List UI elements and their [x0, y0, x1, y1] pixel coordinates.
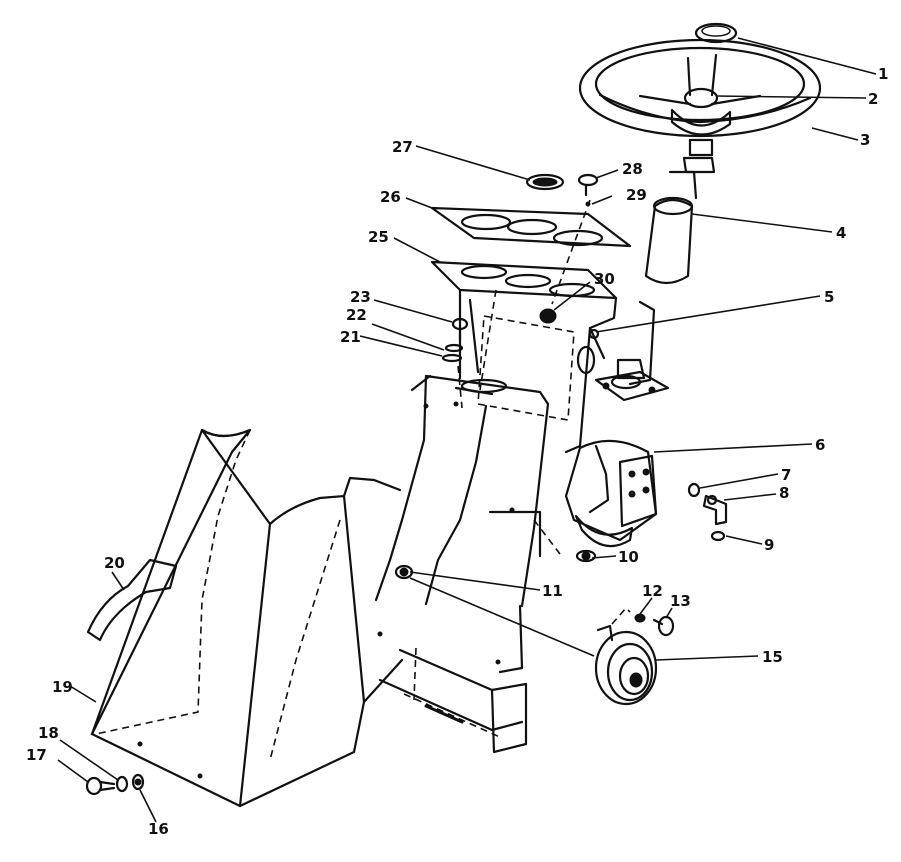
fitting-8: [702, 494, 728, 526]
callout-29: 29: [626, 186, 647, 204]
leader-lines: [57, 37, 877, 823]
frame-tube: [378, 647, 528, 754]
callout-13: 13: [670, 592, 691, 610]
console-housing: [458, 288, 618, 454]
o-ring-7: [687, 482, 701, 498]
lower-column: [374, 374, 561, 674]
callout-2: 2: [868, 90, 878, 108]
guide-line-28: [551, 199, 591, 305]
callout-15: 15: [762, 648, 783, 666]
callout-26: 26: [380, 188, 401, 206]
steering-valve: [564, 439, 658, 548]
washer-21: [441, 353, 463, 363]
callout-21: 21: [340, 328, 361, 346]
callout-labels: 1 2 3 4 5 6 7 8 9 10 11 12 13 15 16 17 1…: [26, 65, 888, 838]
callout-1: 1: [878, 65, 888, 83]
callout-25: 25: [368, 228, 389, 246]
callout-3: 3: [860, 131, 870, 149]
shroud-panel: [90, 428, 404, 808]
washer-18: [115, 775, 129, 793]
steering-wheel: [578, 38, 822, 174]
guide-line-plate: [479, 289, 497, 391]
callout-20: 20: [104, 554, 125, 572]
column-bracket: [594, 300, 670, 402]
nut-30: [539, 308, 557, 324]
callout-19: 19: [52, 678, 73, 696]
bolt-17: [85, 776, 116, 796]
bolt-13: [652, 615, 675, 637]
horn: [594, 606, 658, 706]
washer-22: [444, 343, 464, 353]
callout-30: 30: [594, 270, 615, 288]
callout-22: 22: [346, 306, 367, 324]
horn-cap: [694, 22, 738, 44]
callout-9: 9: [764, 536, 774, 554]
callout-23: 23: [350, 288, 371, 306]
callout-8: 8: [779, 484, 789, 502]
steering-column-sleeve: [644, 170, 698, 285]
hose-20: [86, 558, 178, 642]
callout-27: 27: [392, 138, 413, 156]
seal-27: [525, 173, 565, 191]
callout-6: 6: [815, 436, 825, 454]
callout-17: 17: [26, 746, 47, 764]
callout-28: 28: [622, 160, 643, 178]
callout-11: 11: [542, 582, 563, 600]
bolt-10: [575, 549, 597, 563]
screw-23: [451, 317, 469, 342]
callout-12: 12: [642, 582, 663, 600]
callout-10: 10: [618, 548, 639, 566]
callout-4: 4: [836, 224, 846, 242]
nut-16: [131, 773, 145, 791]
callout-16: 16: [148, 820, 169, 838]
nut-12: [634, 613, 646, 623]
callout-7: 7: [781, 466, 791, 484]
plate-26: [430, 206, 632, 248]
callout-5: 5: [824, 288, 834, 306]
o-ring-9: [710, 530, 726, 542]
screw-28: [577, 173, 599, 197]
callout-18: 18: [38, 724, 59, 742]
screw-11: [394, 564, 414, 580]
